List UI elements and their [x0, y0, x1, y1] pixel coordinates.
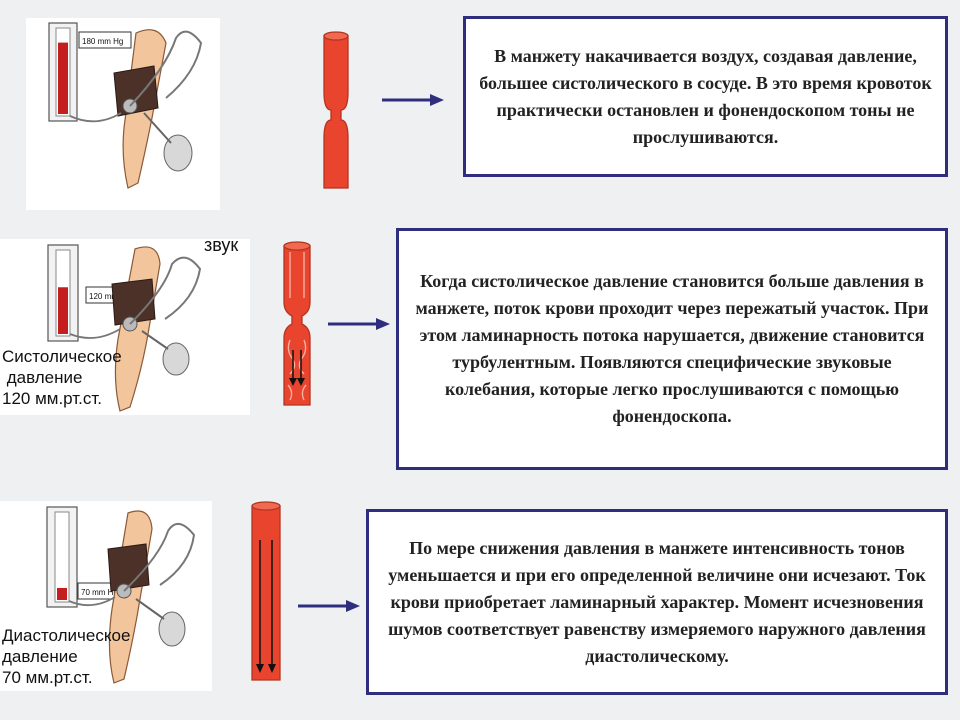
cuff	[107, 543, 150, 592]
stethoscope-tube	[123, 523, 196, 592]
inflation-bulb	[163, 134, 193, 172]
blood-vessel-turbulent	[283, 241, 311, 406]
bulb-tube	[141, 330, 169, 350]
illustration-panel-3: 70 mm Hg Диастолическое давление 70 мм.р…	[0, 501, 212, 691]
illustration-panel-2: 120 mm Hg Систолическое давление 120 мм.…	[0, 239, 250, 415]
inflation-bulb	[162, 342, 190, 376]
bulb-tube	[143, 112, 172, 144]
cuff	[111, 278, 156, 326]
blood-vessel-compressed	[323, 31, 349, 189]
description-text: В манжету накачивается воздух, создавая …	[479, 45, 932, 147]
description-box-2: Когда систолическое давление становится …	[396, 228, 948, 470]
manometer-tube	[54, 511, 70, 603]
description-text: По мере снижения давления в манжете инте…	[388, 537, 926, 666]
diastolic-pressure-label: Диастолическое давление 70 мм.рт.ст.	[2, 626, 131, 687]
bulb-tube	[135, 598, 165, 620]
arrow-right-icon	[382, 94, 444, 106]
air-tube	[69, 112, 122, 123]
description-text: Когда систолическое давление становится …	[415, 271, 929, 426]
sphygmomanometer-illustration-2: 120 mm Hg	[47, 244, 202, 412]
arrow-right-icon	[328, 318, 390, 330]
arrow-right-icon	[298, 600, 360, 612]
systolic-pressure-label: Систолическое давление 120 мм.рт.ст.	[2, 347, 122, 408]
stethoscope-tube	[129, 256, 202, 325]
stethoscope-tube	[129, 30, 203, 107]
sphygmomanometer-illustration-3: 70 mm Hg	[46, 506, 196, 684]
arm	[114, 246, 161, 412]
air-tube	[68, 596, 116, 607]
illustration-panel-1: 180 mm Hg	[26, 18, 220, 210]
gauge-label-box	[78, 31, 132, 49]
sound-label: звук	[204, 235, 239, 255]
blood-vessel-laminar	[251, 501, 281, 681]
mercury-column	[58, 42, 68, 114]
description-box-1: В манжету накачивается воздух, создавая …	[463, 16, 948, 177]
gauge-label: 70 mm Hg	[81, 588, 118, 597]
mercury-column	[57, 587, 67, 600]
gauge-label: 180 mm Hg	[82, 37, 123, 46]
air-tube	[69, 328, 121, 339]
description-box-3: По мере снижения давления в манжете инте…	[366, 509, 948, 695]
gauge-label: 120 mm Hg	[89, 292, 130, 301]
sphygmomanometer-illustration-1: 180 mm Hg	[48, 22, 203, 189]
mercury-column	[58, 287, 68, 334]
inflation-bulb	[158, 611, 186, 647]
